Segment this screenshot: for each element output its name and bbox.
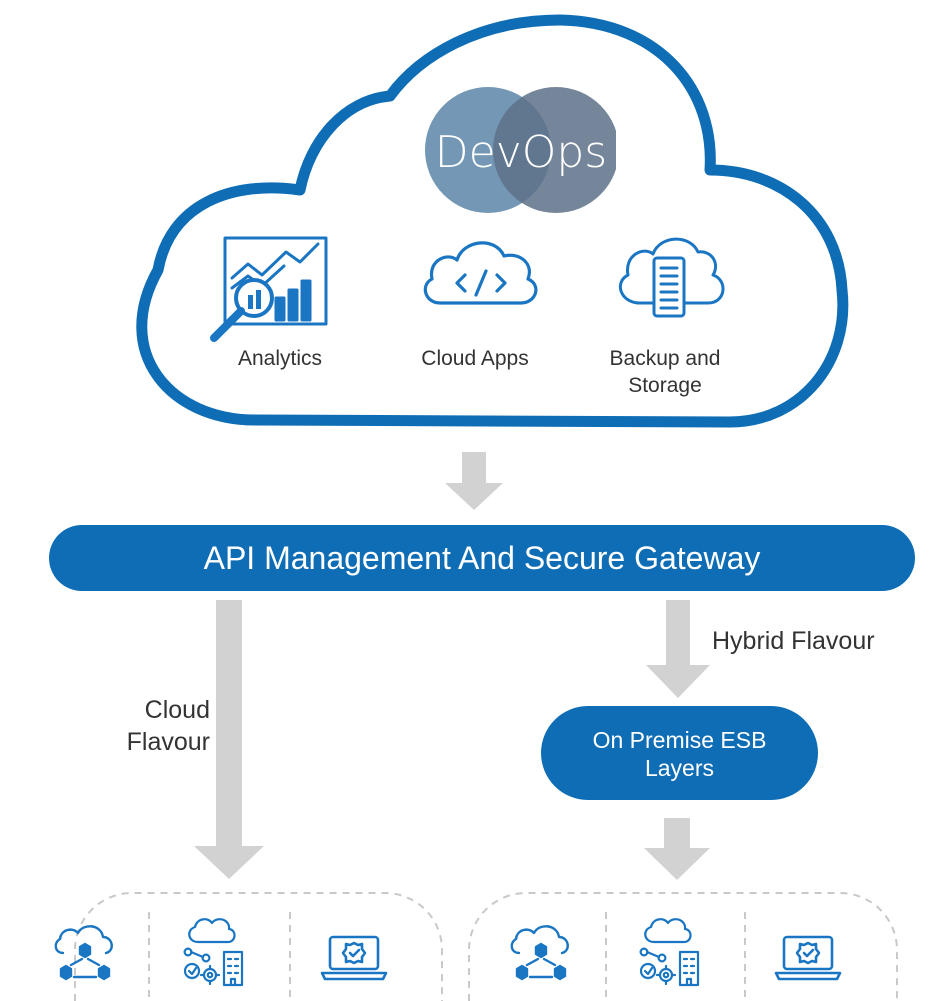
cloud-flavour-label: Cloud Flavour — [90, 694, 210, 758]
gateway-label: API Management And Secure Gateway — [203, 540, 761, 576]
cloud-network-icon — [510, 925, 569, 981]
laptop-verified-icon — [320, 935, 388, 981]
cloud-flavour-line1: Cloud — [144, 696, 210, 724]
devops-logo-text: DevOps — [435, 127, 607, 178]
cloud-apps-label: Cloud Apps — [421, 347, 529, 370]
arrow-cloud-to-gateway — [445, 452, 503, 510]
enterprise-integration-icon — [183, 918, 244, 987]
cloud-server-icon — [618, 237, 725, 318]
esb-line1: On Premise ESB — [592, 727, 767, 753]
gateway-bar-shape — [49, 525, 915, 591]
bottom-group-right — [468, 892, 898, 1001]
cloud-network-icon — [54, 925, 113, 981]
laptop-verified-icon — [774, 935, 842, 981]
arrow-cloud-flavour — [194, 600, 264, 879]
analytics-magnifier-icon — [210, 236, 328, 342]
esb-line2: Layers — [644, 755, 715, 781]
esb-label: On Premise ESB Layers — [541, 726, 818, 782]
backup-storage-line2: Storage — [628, 373, 702, 397]
cloud-flavour-line2: Flavour — [126, 728, 210, 756]
arrow-hybrid-flavour — [646, 600, 710, 698]
backup-storage-label: Backup and Storage — [590, 346, 740, 400]
bottom-group-left — [54, 892, 443, 1001]
esb-pill-shape — [541, 706, 818, 800]
devops-logo: DevOps — [425, 87, 622, 213]
hybrid-flavour-label: Hybrid Flavour — [712, 627, 875, 655]
enterprise-integration-icon — [639, 918, 700, 987]
arrow-esb-to-systems — [644, 818, 710, 880]
analytics-label: Analytics — [237, 347, 323, 370]
backup-storage-line1: Backup and — [609, 347, 721, 370]
cloud-code-icon — [423, 241, 538, 305]
cloud-outline — [136, 14, 849, 428]
